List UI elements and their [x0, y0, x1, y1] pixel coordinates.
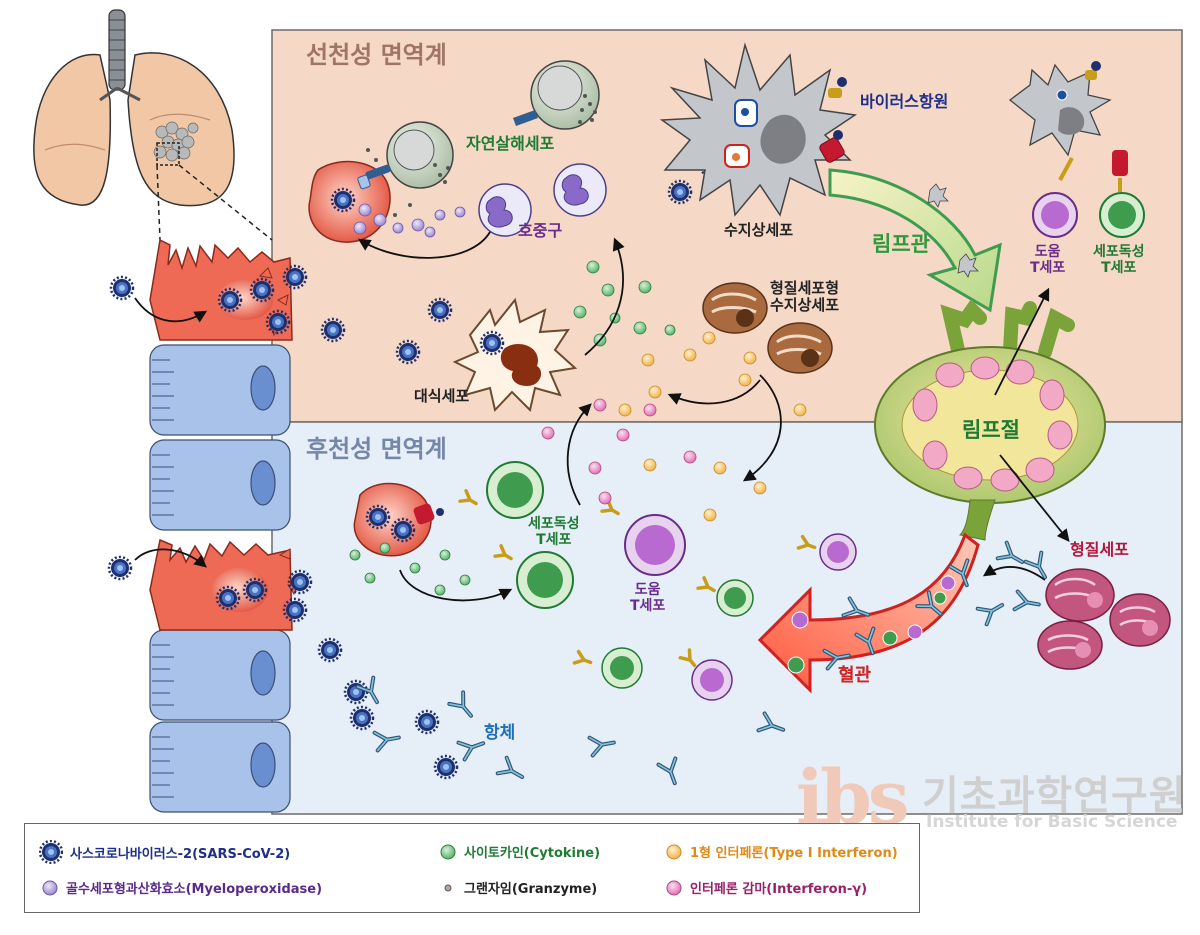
- granzyme-icon: [444, 884, 452, 891]
- legend-item-cytokine: 사이토카인(Cytokine): [439, 842, 600, 861]
- helper-t-cell-top: [1032, 157, 1078, 238]
- antibody-label: 항체: [484, 723, 516, 743]
- blood-vessel-arrow: [757, 532, 980, 694]
- lymphatic-vessel-label: 림프관: [872, 232, 930, 256]
- legend-item-interferon-gamma: 인터페론 감마(Interferon-γ): [665, 878, 867, 897]
- cytotoxic-t-cell-top: [1099, 150, 1145, 238]
- nk-cell-attacking: [357, 121, 454, 190]
- nk-cell-label: 자연살해세포: [466, 134, 555, 153]
- t-cell-small-1: [696, 576, 754, 617]
- cytotoxic-t-cell-top-label: 세포독성 T세포: [1093, 244, 1145, 277]
- lungs-illustration: [33, 9, 273, 241]
- t-cell-small-4: [678, 648, 733, 701]
- myeloperoxidase-icon: [42, 880, 58, 895]
- blood-vessel-label: 혈관: [838, 665, 872, 686]
- neutrophil-2: [553, 163, 607, 217]
- infected-cell-adaptive: [353, 482, 444, 557]
- infected-epithelial-cell-bottom: [149, 538, 299, 631]
- plasma-cells: [1037, 568, 1171, 670]
- cytotoxic-t-cell-mid: [458, 461, 544, 519]
- innate-immunity-title: 선천성 면역계: [306, 41, 447, 69]
- lymph-node-label: 림프절: [962, 418, 1020, 442]
- ibs-korean-name: 기초과학연구원: [922, 773, 1187, 819]
- t-cell-small-3: [572, 647, 643, 689]
- infected-cell-nk-target: [308, 160, 391, 243]
- plasma-cell-label: 형질세포: [1070, 540, 1129, 559]
- viral-antigen-label: 바이러스항원: [860, 92, 949, 111]
- neutrophil: [478, 183, 532, 237]
- legend-item-type1-interferon: 1형 인터페론(Type I Interferon): [665, 842, 898, 861]
- cytotoxic-t-cell-mid-label: 세포독성 T세포: [528, 516, 580, 549]
- helper-t-cell-mid-label: 도움 T세포: [630, 582, 666, 615]
- cytokine-icon: [440, 844, 456, 859]
- dendritic-cell-label: 수지상세포: [724, 221, 794, 239]
- legend-item-myeloperoxidase: 골수세포형과산화효소(Myeloperoxidase): [41, 878, 322, 897]
- neutrophil-label: 호중구: [518, 221, 563, 240]
- interferon-gamma-icon: [666, 880, 682, 895]
- virus-icon: [39, 840, 63, 864]
- legend: 사스코로나바이러스-2(SARS-CoV-2) 사이토카인(Cytokine) …: [24, 823, 920, 913]
- dendritic-cell-small: [1008, 61, 1112, 157]
- lymph-node: [874, 299, 1106, 541]
- interferon-icon: [666, 844, 682, 859]
- plasmacytoid-dendritic-cell: [702, 282, 833, 374]
- legend-item-sars-cov-2: 사스코로나바이러스-2(SARS-CoV-2): [39, 840, 290, 864]
- dendritic-cell: [659, 42, 858, 217]
- legend-item-granzyme: 그랜자임(Granzyme): [439, 878, 597, 897]
- helper-t-cell-mid: [600, 499, 686, 576]
- macrophage: [452, 297, 578, 413]
- ibs-english-name: Institute for Basic Science: [926, 812, 1178, 832]
- macrophage-label: 대식세포: [414, 387, 470, 405]
- cytotoxic-t-cell-lower: [493, 544, 574, 609]
- epithelium: [149, 344, 291, 813]
- helper-t-cell-top-label: 도움 T세포: [1030, 244, 1066, 277]
- lymphatic-vessel-arrow: [828, 168, 1002, 313]
- adaptive-immunity-title: 후천성 면역계: [306, 435, 447, 463]
- t-cell-small-2: [796, 533, 857, 571]
- plasmacytoid-dc-label: 형질세포형 수지상세포: [770, 279, 840, 315]
